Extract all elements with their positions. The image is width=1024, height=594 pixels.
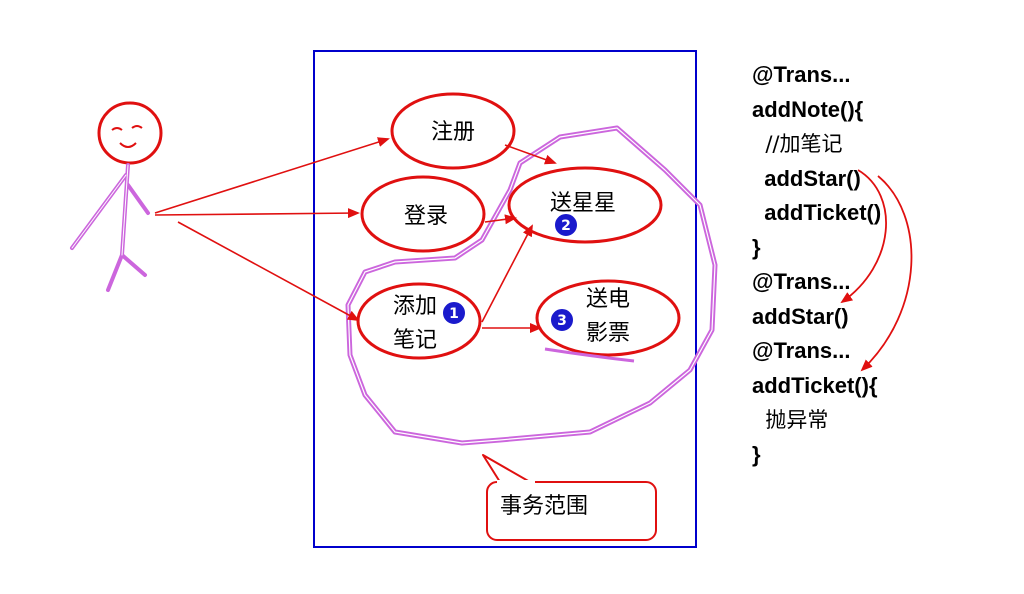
arrow-actor-to-login [154,208,360,219]
use-case-register [390,92,516,170]
send-ticket-label-line2: 影票 [586,321,630,346]
code-line-3: //加笔记 [752,132,843,156]
code-line-5: addTicket() [752,200,882,225]
code-line-12: } [752,441,761,467]
svg-text:2: 2 [561,218,571,234]
arrow-add-note-to-send-star [481,224,533,323]
use-case-send-ticket [535,279,681,357]
badge-3: 3 [549,307,575,333]
badge-2: 2 [553,212,579,238]
code-line-2: addNote(){ [752,96,864,122]
transaction-scope-callout: 事务范围 [482,454,657,541]
arrow-register-to-send-star [504,144,557,165]
use-case-login [360,175,486,253]
code-line-8: addStar() [752,303,849,329]
add-note-label-line2: 笔记 [393,328,437,353]
system-boundary [313,50,697,548]
login-label: 登录 [404,204,448,229]
code-line-4: addStar() [752,165,861,191]
add-note-label-line1: 添加 [393,294,437,319]
code-line-11: 抛异常 [752,408,829,432]
badge-1: 1 [441,300,467,326]
code-listing: @Trans... addNote(){ //加笔记 addStar() add… [752,58,881,472]
callout-label: 事务范围 [500,494,588,519]
arrow-login-to-send-star [484,214,517,225]
register-label: 注册 [431,120,475,145]
svg-text:3: 3 [557,313,567,329]
send-star-label: 送星星 [550,191,616,216]
code-line-7: @Trans... [752,269,851,294]
send-ticket-label-line1: 送电 [586,287,630,312]
actor-head [97,101,163,165]
arrow-addticket-call [860,175,913,372]
code-line-9: @Trans... [752,338,851,363]
svg-text:1: 1 [449,306,459,322]
actor-user [70,101,163,292]
code-line-6: } [752,234,761,260]
arrow-actor-to-register [154,137,390,214]
code-line-10: addTicket(){ [752,372,878,398]
code-line-1: @Trans... [752,62,851,87]
arrow-actor-to-add-note [177,221,360,321]
arrow-addstar-call [840,169,887,304]
use-case-send-star [507,166,663,244]
